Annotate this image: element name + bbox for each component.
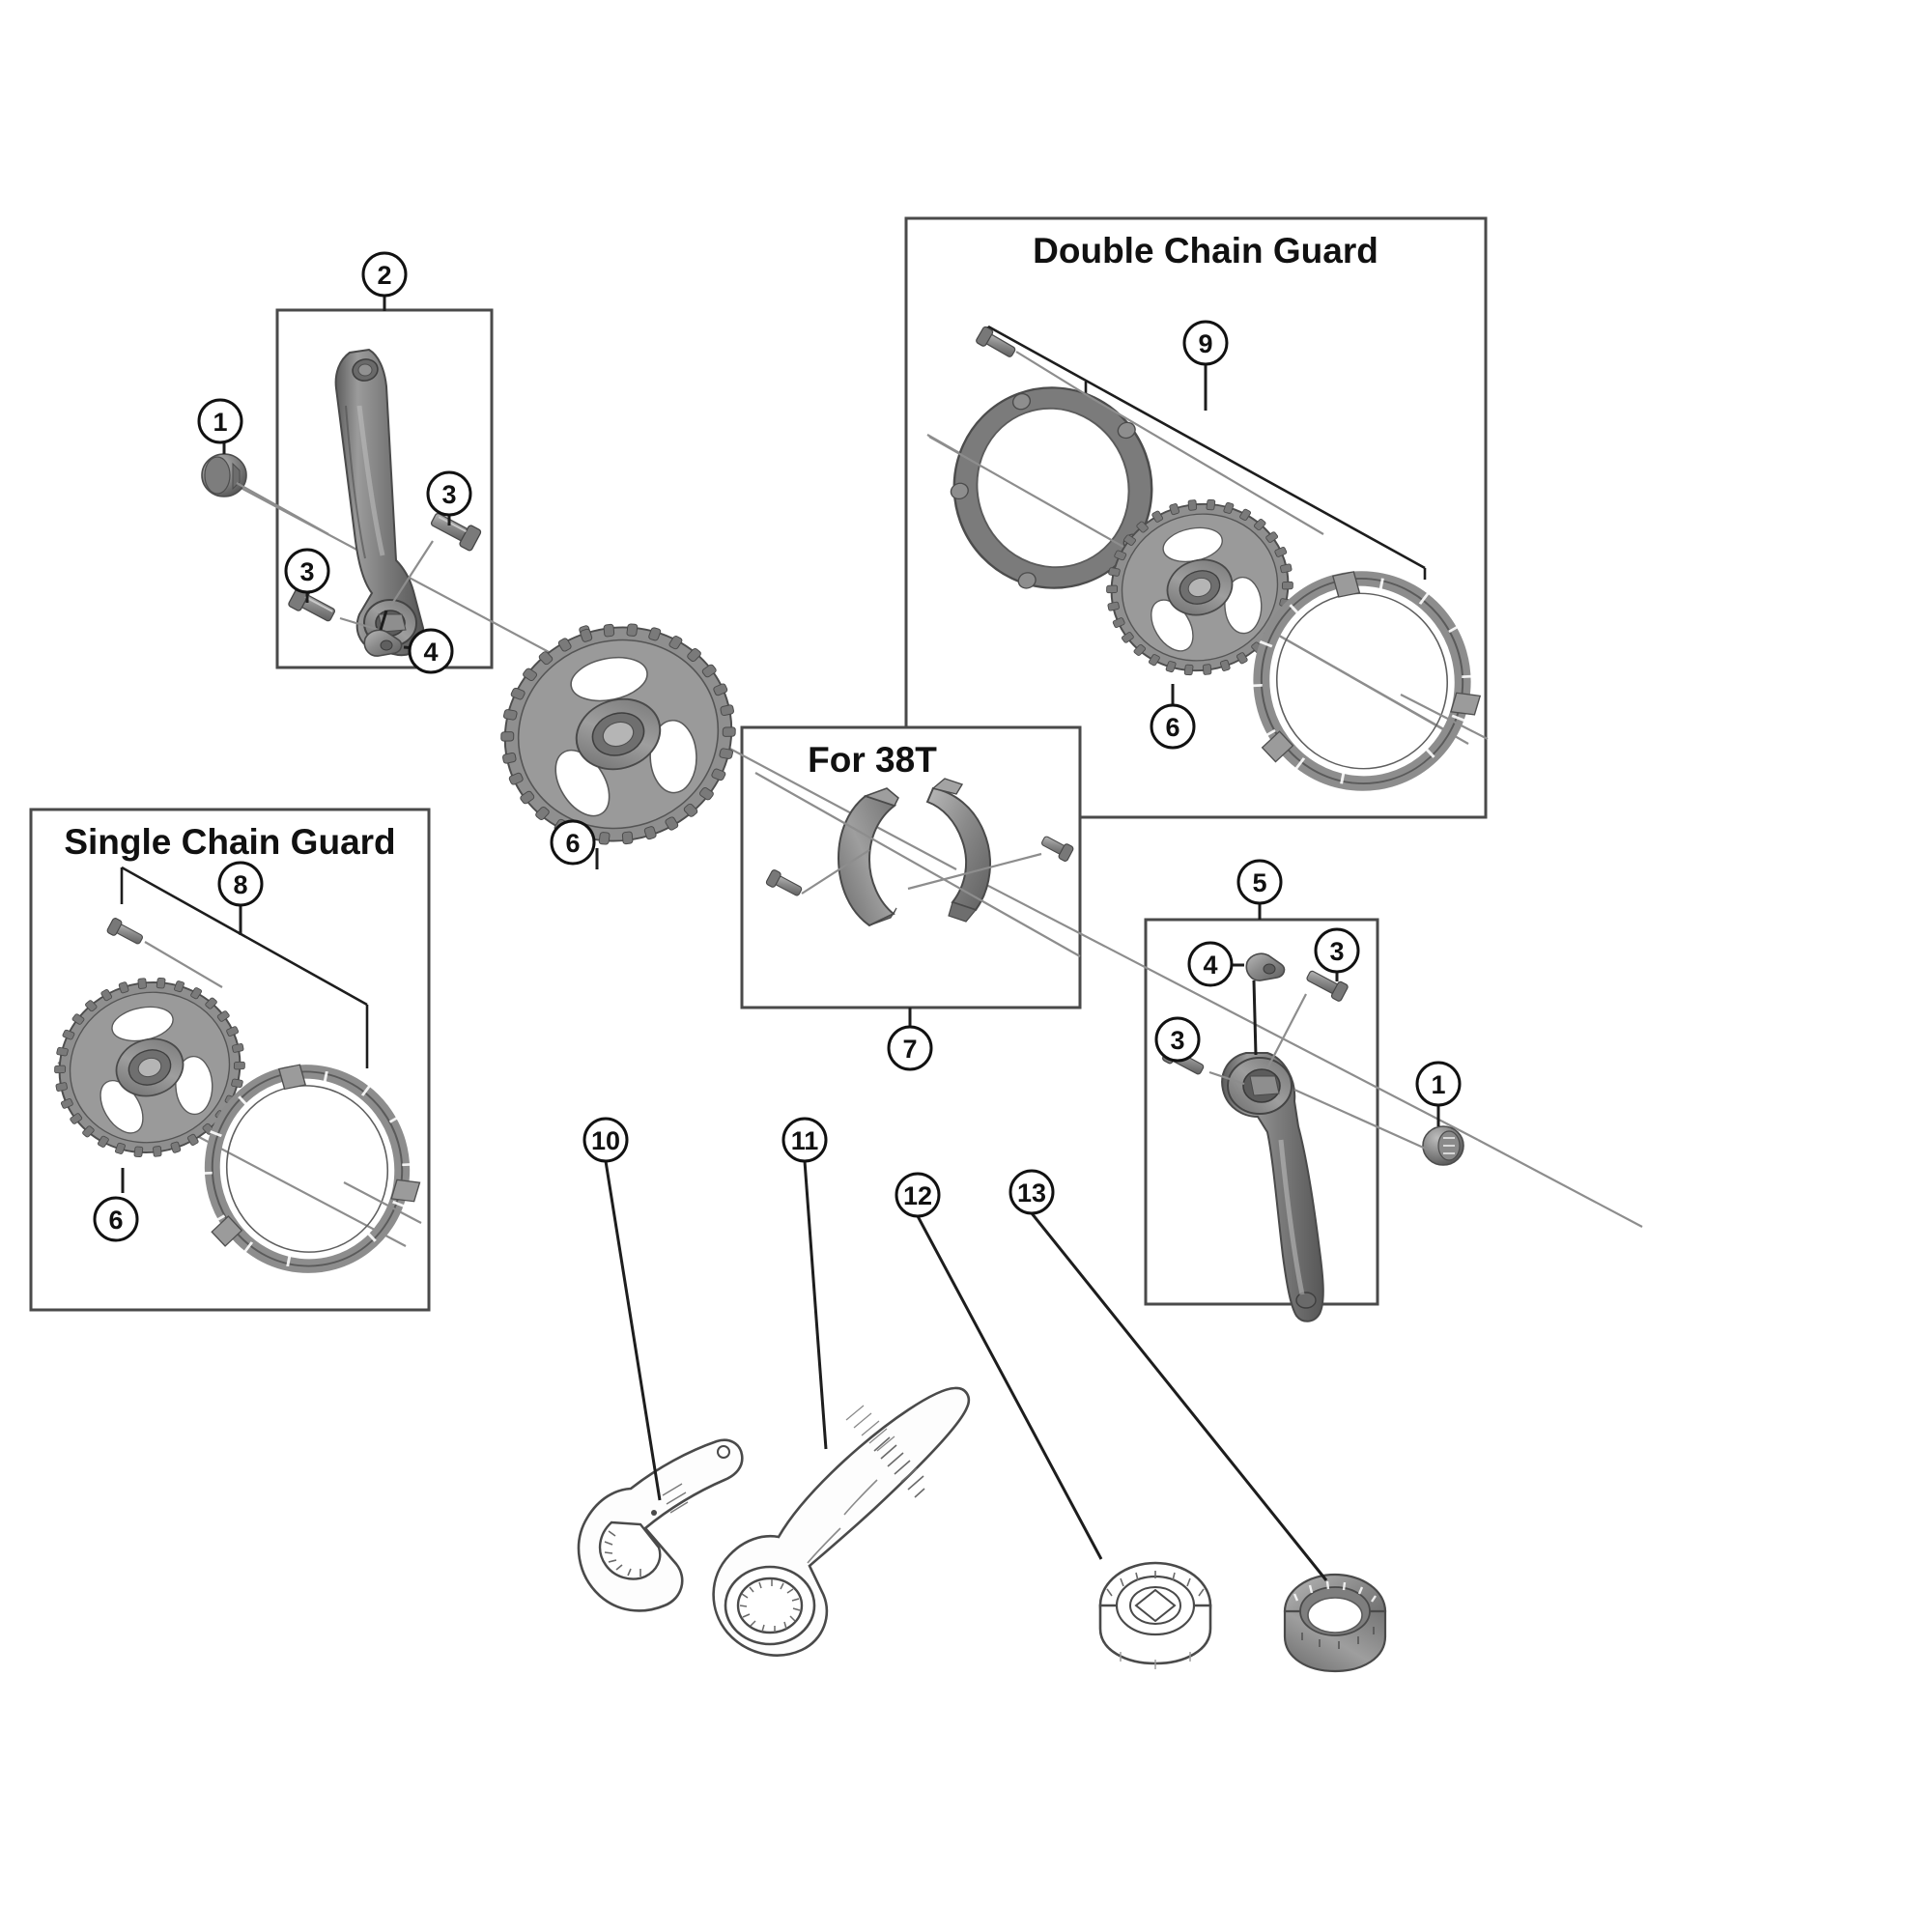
callout-3-right-box-upper[interactable]: 3 — [1314, 927, 1360, 974]
callout-label-6c: 6 — [108, 1206, 123, 1235]
part-safety-plate-left — [363, 610, 416, 657]
callout-4-left[interactable]: 4 — [408, 628, 454, 674]
tool-crank-cap-installation — [916, 1215, 1212, 1669]
callout-3-left-box-upper[interactable]: 3 — [426, 470, 472, 517]
tool-lockring-adapter — [1030, 1212, 1387, 1673]
callout-label-1: 1 — [213, 408, 227, 437]
part-outer-chain-guard-ring-double — [1248, 571, 1489, 791]
part-right-crank-arm — [1221, 1052, 1324, 1322]
callout-3-left-box-lower[interactable]: 3 — [284, 548, 330, 594]
part-left-crank-fixing-cap — [201, 440, 329, 535]
callout-3-right-box-lower[interactable]: 3 — [1154, 1016, 1201, 1063]
callout-12[interactable]: 12 — [895, 1172, 941, 1218]
chainring-center-teeth — [500, 623, 736, 845]
callout-6-double-guard[interactable]: 6 — [1150, 703, 1196, 750]
part-outer-chain-guard-ring-single — [199, 1064, 422, 1273]
callout-label-3a: 3 — [441, 480, 456, 509]
tool-bottom-bracket-spanner — [577, 1160, 744, 1612]
callout-1-right[interactable]: 1 — [1415, 1061, 1462, 1107]
callout-label-9: 9 — [1198, 329, 1212, 358]
callout-label-5: 5 — [1252, 868, 1266, 897]
part-right-crank-hardware — [1162, 952, 1464, 1166]
tool-lockring-spanner — [712, 1160, 971, 1657]
part-chainring-adapter-38t — [754, 772, 1081, 1026]
callout-9[interactable]: 9 — [1182, 320, 1229, 366]
box-title-for-38t: For 38T — [808, 740, 937, 780]
callout-label-7: 7 — [902, 1035, 917, 1064]
callout-label-6b: 6 — [1165, 713, 1179, 742]
part-chainring-single-guard — [54, 977, 245, 1193]
part-crank-fixing-bolt-left-upper — [389, 512, 482, 608]
callout-label-13: 13 — [1017, 1179, 1046, 1208]
callout-label-6a: 6 — [565, 829, 580, 858]
callout-label-4b: 4 — [1203, 951, 1217, 980]
part-chainring-double-guard — [1106, 498, 1293, 705]
box-title-double-chain-guard: Double Chain Guard — [1033, 231, 1378, 270]
callout-bubbles: 2 1 3 3 4 — [93, 251, 1462, 1242]
callout-13[interactable]: 13 — [1009, 1169, 1055, 1215]
callout-8[interactable]: 8 — [217, 861, 264, 907]
callout-label-3c: 3 — [1329, 937, 1344, 966]
callout-11[interactable]: 11 — [781, 1117, 828, 1163]
callout-label-3d: 3 — [1170, 1026, 1184, 1055]
box-for-38t — [740, 725, 1082, 1009]
callout-label-10: 10 — [591, 1126, 620, 1155]
part-chainring-center — [503, 625, 733, 869]
callout-1-left[interactable]: 1 — [197, 398, 243, 444]
part-left-crank-arm — [334, 348, 425, 657]
part-single-guard-bolt — [106, 918, 223, 988]
callout-4-right[interactable]: 4 — [1187, 941, 1234, 987]
callout-6-center[interactable]: 6 — [550, 819, 596, 866]
callout-10[interactable]: 10 — [582, 1117, 629, 1163]
callout-5[interactable]: 5 — [1236, 859, 1283, 905]
callout-2[interactable]: 2 — [361, 251, 408, 311]
callout-label-11: 11 — [791, 1126, 819, 1155]
callout-label-2: 2 — [377, 261, 391, 290]
box-title-single-chain-guard: Single Chain Guard — [64, 822, 395, 862]
callout-7[interactable]: 7 — [887, 1025, 933, 1071]
callout-label-3b: 3 — [299, 557, 314, 586]
bracket-single-chain-guard — [120, 866, 369, 1068]
callout-label-1b: 1 — [1431, 1070, 1445, 1099]
callout-label-8: 8 — [233, 870, 247, 899]
callout-label-12: 12 — [903, 1181, 932, 1210]
callout-6-single-guard[interactable]: 6 — [93, 1196, 139, 1242]
callout-label-4a: 4 — [423, 638, 438, 667]
